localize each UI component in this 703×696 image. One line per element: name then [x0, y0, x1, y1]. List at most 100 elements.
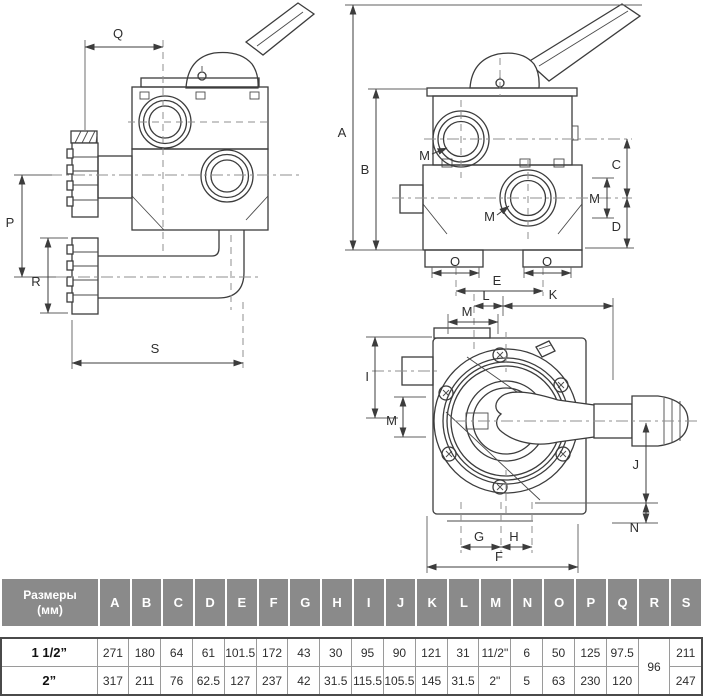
- cell-i: 115.5: [351, 666, 384, 696]
- dim-m-right: M: [589, 177, 614, 219]
- dim-j: J: [535, 422, 658, 504]
- cell-k: 145: [414, 666, 448, 696]
- top-air-bleed: [535, 340, 556, 358]
- cell-o: 63: [542, 666, 575, 696]
- cell-d: 62.5: [191, 666, 225, 696]
- dim-label-f: F: [495, 549, 503, 564]
- dim-e: E: [455, 273, 544, 295]
- dim-r: R: [31, 237, 68, 314]
- side-right-port: [200, 149, 254, 203]
- screw-icon: [492, 479, 508, 495]
- cell-r-merged: 96: [637, 637, 671, 696]
- column-header-p: P: [576, 579, 606, 626]
- dim-l: L: [473, 288, 504, 316]
- valve-drawing: Q P R S: [6, 2, 700, 573]
- dim-label-m-left: M: [386, 413, 397, 428]
- dim-label-j: J: [633, 457, 640, 472]
- cell-p: 230: [573, 666, 607, 696]
- cell-n: 6: [510, 637, 544, 667]
- dim-label-h: H: [509, 529, 518, 544]
- cell-l: 31: [446, 637, 480, 667]
- cell-e: 101.5: [223, 637, 257, 667]
- cell-m: 11/2": [478, 637, 512, 667]
- front-bottom-port-left: [424, 249, 484, 268]
- dim-label-e: E: [493, 273, 502, 288]
- size-header-line1: Размеры: [23, 587, 77, 602]
- column-header-r: R: [639, 579, 670, 626]
- dim-label-a: A: [338, 125, 347, 140]
- column-header-m: M: [480, 579, 511, 626]
- cell-e: 127: [223, 666, 257, 696]
- dim-h: H: [500, 529, 533, 551]
- column-header-h: H: [322, 579, 352, 626]
- dim-f: F: [426, 516, 579, 573]
- column-header-j: J: [385, 579, 416, 626]
- column-header-e: E: [226, 579, 257, 626]
- cell-s: 211: [669, 637, 703, 667]
- side-valve-body: [131, 77, 269, 231]
- screw-icon: [555, 446, 571, 462]
- cell-n: 5: [510, 666, 544, 696]
- dim-b: B: [361, 88, 427, 251]
- size-header-line2: (мм): [37, 602, 63, 617]
- row-size-label: 2”: [0, 666, 98, 696]
- dim-n: N: [612, 502, 658, 535]
- column-header-b: B: [131, 579, 162, 626]
- side-union-elbow: [66, 230, 245, 315]
- front-handle: [469, 3, 642, 89]
- dim-i: I: [365, 336, 432, 419]
- column-header-q: Q: [607, 579, 638, 626]
- dim-label-b: B: [361, 162, 370, 177]
- thread-callout-center: M: [484, 205, 510, 224]
- front-valve-body: [399, 87, 583, 268]
- cell-c: 76: [160, 666, 193, 696]
- cell-j: 90: [382, 637, 416, 667]
- cell-g: 42: [287, 666, 321, 696]
- column-header-i: I: [353, 579, 384, 626]
- side-handle: [185, 2, 316, 89]
- cell-a: 271: [96, 637, 130, 667]
- cell-c: 64: [160, 637, 193, 667]
- dim-label-o-right: O: [542, 254, 552, 269]
- dim-k: K: [502, 287, 614, 380]
- column-header-g: G: [290, 579, 321, 626]
- column-header-d: D: [195, 579, 225, 626]
- screw-icon: [441, 446, 457, 462]
- column-header-l: L: [449, 579, 479, 626]
- column-header-o: O: [544, 579, 575, 626]
- dim-a: A: [338, 4, 642, 251]
- cell-b: 211: [128, 666, 162, 696]
- dim-label-d: D: [612, 219, 621, 234]
- cell-s: 247: [669, 666, 703, 696]
- thread-callout-upper: M: [419, 147, 448, 163]
- side-view: Q P R S: [6, 2, 316, 369]
- dim-label-i: I: [365, 369, 369, 384]
- cell-i: 95: [351, 637, 384, 667]
- dim-label-m-center-port: M: [484, 209, 495, 224]
- cell-j: 105.5: [382, 666, 416, 696]
- dim-label-n: N: [630, 520, 639, 535]
- cell-d: 61: [191, 637, 225, 667]
- dim-label-m-top: M: [462, 304, 473, 319]
- screw-icon: [492, 347, 508, 363]
- dim-label-m-upper-port: M: [419, 148, 430, 163]
- dim-o-right: O: [523, 254, 572, 278]
- cell-f: 172: [255, 637, 289, 667]
- row-size-label: 1 1/2”: [0, 637, 98, 667]
- dim-label-p: P: [6, 215, 15, 230]
- dim-label-k: K: [549, 287, 558, 302]
- cell-a: 317: [96, 666, 130, 696]
- dim-label-l: L: [482, 288, 489, 303]
- dim-label-s: S: [151, 341, 160, 356]
- dim-g: G: [460, 529, 502, 551]
- cell-o: 50: [542, 637, 575, 667]
- dim-label-r: R: [31, 274, 40, 289]
- size-column-header: Размеры (мм): [2, 579, 98, 626]
- top-valve-body: [401, 327, 689, 522]
- dim-label-o-left: O: [450, 254, 460, 269]
